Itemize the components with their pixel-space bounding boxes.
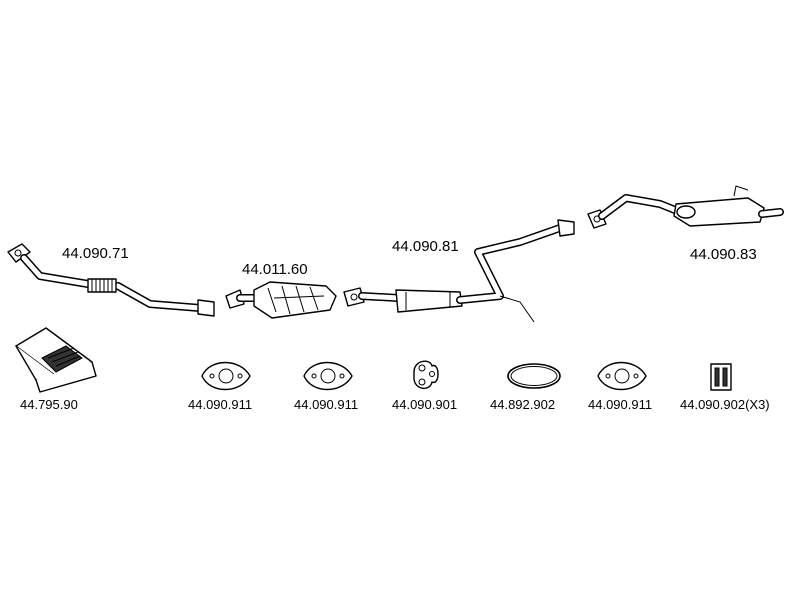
mounting-kit-part-number: 44.795.90	[20, 397, 78, 412]
front-pipe-drawing	[7, 243, 215, 317]
gasket-3-part-number: 44.090.911	[588, 397, 653, 412]
rear-silencer-drawing	[587, 185, 784, 229]
front-pipe-part-number: 44.090.71	[62, 245, 129, 262]
gasket-icon-3	[597, 361, 647, 391]
rear-silencer-part-number: 44.090.83	[690, 246, 757, 263]
gasket-icon-1	[201, 361, 251, 391]
gasket-1-part-number: 44.090.911	[188, 397, 253, 412]
gasket-icon-2	[303, 361, 353, 391]
ring-seal-icon	[507, 363, 561, 389]
ring-seal-part-number: 44.892.902	[490, 397, 556, 412]
middle-silencer-part-number: 44.090.81	[392, 238, 459, 255]
catalytic-converter-part-number: 44.011.60	[242, 261, 308, 278]
middle-silencer-drawing	[343, 219, 575, 323]
rubber-mount-icon-2	[710, 363, 732, 391]
gasket-2-part-number: 44.090.911	[294, 397, 359, 412]
rubber-mount-icon-1	[413, 360, 439, 389]
mounting-kit-box-icon	[15, 327, 97, 393]
rubber-mount-2-part-number: 44.090.902(X3)	[680, 397, 770, 412]
catalytic-converter-drawing	[225, 281, 337, 319]
rubber-mount-1-part-number: 44.090.901	[392, 397, 458, 412]
